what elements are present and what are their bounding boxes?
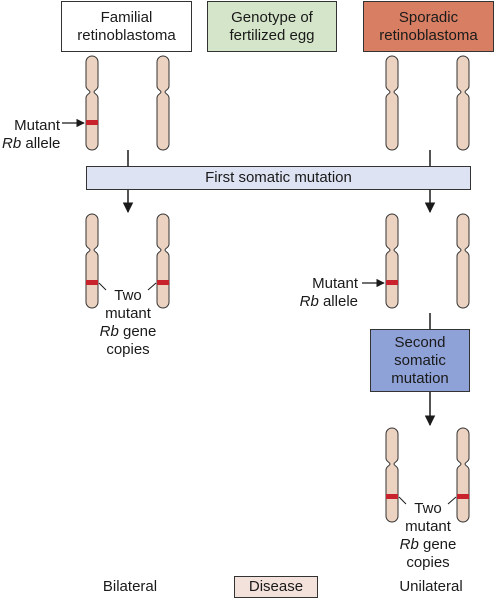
rb-allele-line-sporadic: Rb allele bbox=[298, 293, 358, 311]
two-mutant-label-familial: Two mutant Rb gene copies bbox=[98, 287, 158, 359]
sporadic-retinoblastoma-box: Sporadic retinoblastoma bbox=[363, 1, 494, 52]
mutation-mark bbox=[86, 120, 98, 125]
allele-word: allele bbox=[322, 293, 358, 310]
chromosome-sporadic-right-3 bbox=[456, 427, 470, 523]
chromosome-sporadic-left-2 bbox=[385, 213, 399, 309]
copies-word: copies bbox=[106, 341, 150, 358]
chromosome-familial-left bbox=[85, 55, 99, 151]
rb-word: Rb bbox=[2, 135, 22, 152]
two-mutant-label-sporadic: Two mutant Rb gene copies bbox=[398, 500, 458, 572]
disease-box: Disease bbox=[234, 576, 318, 598]
second-somatic-mutation-box: Second somatic mutation bbox=[370, 329, 470, 392]
mutation-mark bbox=[157, 280, 169, 285]
disease-label: Disease bbox=[248, 578, 304, 595]
chromosome-sporadic-left-3 bbox=[385, 427, 399, 523]
unilateral-label: Unilateral bbox=[399, 578, 463, 595]
mutant-word: Mutant bbox=[14, 117, 60, 134]
gene-word: gene bbox=[422, 536, 457, 553]
sporadic-line1: Sporadic bbox=[398, 8, 459, 26]
chromosome-sporadic-right-2 bbox=[456, 213, 470, 309]
familial-retinoblastoma-box: Familial retinoblastoma bbox=[61, 1, 192, 52]
two-mutant-tick-right-1 bbox=[147, 282, 157, 291]
two-mutant-tick-left-1 bbox=[98, 282, 107, 291]
sporadic-line2: retinoblastoma bbox=[379, 26, 478, 44]
two-word: Two bbox=[414, 500, 442, 517]
familial-line1: Familial bbox=[100, 8, 153, 26]
genotype-line1: Genotype of bbox=[231, 8, 313, 26]
first-somatic-mutation-bar: First somatic mutation bbox=[86, 166, 471, 190]
mutant-rb-allele-label-familial: Mutant bbox=[2, 117, 60, 135]
mutant-lc-word: mutant bbox=[105, 305, 151, 322]
second-line2: somatic bbox=[394, 351, 446, 369]
first-somatic-mutation-label: First somatic mutation bbox=[205, 169, 352, 186]
mutation-mark bbox=[457, 494, 469, 499]
mutant-lc-word: mutant bbox=[405, 518, 451, 535]
two-mutant-tick-right-2 bbox=[447, 496, 457, 505]
second-line1: Second bbox=[394, 333, 446, 351]
mutation-mark bbox=[86, 280, 98, 285]
genotype-box: Genotype of fertilized egg bbox=[207, 1, 337, 52]
chromosome-familial-right bbox=[156, 55, 170, 151]
bilateral-label: Bilateral bbox=[102, 578, 158, 595]
mutant-rb-allele-label-sporadic: Mutant bbox=[298, 275, 358, 293]
mutation-mark bbox=[386, 280, 398, 285]
rb-allele-line-familial: Rb allele bbox=[2, 135, 60, 153]
chromosome-sporadic-left bbox=[385, 55, 399, 151]
genotype-line2: fertilized egg bbox=[229, 26, 315, 44]
second-line3: mutation bbox=[391, 369, 449, 387]
two-word: Two bbox=[114, 287, 142, 304]
mutation-mark bbox=[386, 494, 398, 499]
mutant-word: Mutant bbox=[312, 275, 358, 292]
familial-line2: retinoblastoma bbox=[77, 26, 176, 44]
gene-word: gene bbox=[122, 323, 157, 340]
chromosome-familial-left-2 bbox=[85, 213, 99, 309]
chromosome-sporadic-right bbox=[456, 55, 470, 151]
rb-word: Rb bbox=[399, 536, 419, 553]
two-mutant-tick-left-2 bbox=[398, 496, 407, 505]
chromosome-familial-right-2 bbox=[156, 213, 170, 309]
rb-word: Rb bbox=[299, 293, 319, 310]
rb-word: Rb bbox=[99, 323, 119, 340]
copies-word: copies bbox=[406, 554, 450, 571]
allele-word: allele bbox=[25, 135, 61, 152]
